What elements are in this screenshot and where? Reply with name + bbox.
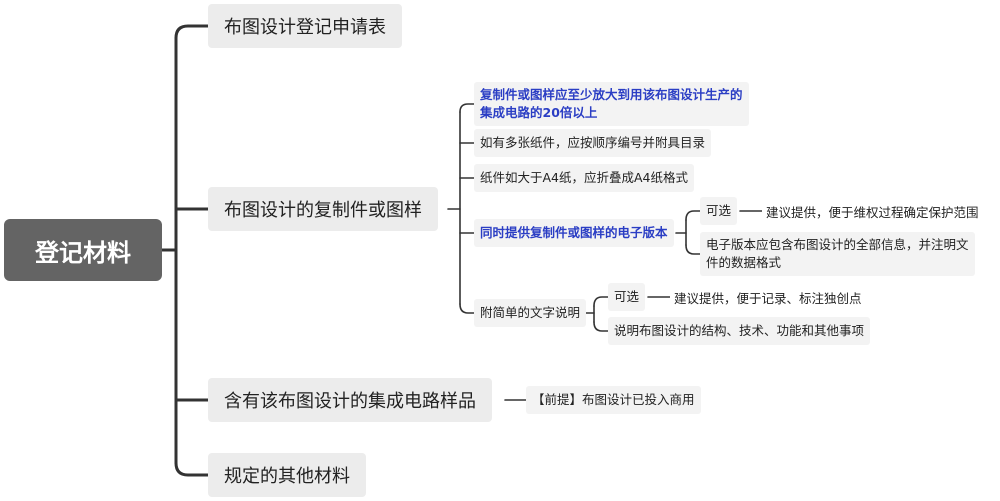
- a4-fold-node[interactable]: 纸件如大于A4纸，应折叠成A4纸格式: [474, 164, 695, 192]
- electronic-content-line-1: 电子版本应包含布图设计的全部信息，并注明文: [706, 237, 969, 252]
- magnification-requirement-node[interactable]: 复制件或图样应至少放大到用该布图设计生产的 集成电路的20倍以上: [474, 82, 749, 126]
- branch-application-form[interactable]: 布图设计登记申请表: [208, 4, 402, 48]
- branch-ic-samples[interactable]: 含有该布图设计的集成电路样品: [208, 378, 492, 422]
- text-description-node[interactable]: 附简单的文字说明: [474, 299, 587, 327]
- commercial-use-premise-node[interactable]: 【前提】布图设计已投入商用: [526, 386, 701, 414]
- electronic-content-line-2: 件的数据格式: [706, 255, 782, 270]
- text-structure-node[interactable]: 说明布图设计的结构、技术、功能和其他事项: [608, 317, 871, 345]
- text-optional-note: 建议提供，便于记录、标注独创点: [670, 287, 866, 307]
- electronic-optional-node[interactable]: 可选: [700, 197, 738, 225]
- text-optional-node[interactable]: 可选: [608, 283, 646, 311]
- branch-other-materials[interactable]: 规定的其他材料: [208, 453, 366, 497]
- magnification-requirement-line-2: 集成电路的20倍以上: [480, 105, 598, 120]
- electronic-version-node[interactable]: 同时提供复制件或图样的电子版本: [474, 219, 674, 247]
- root-node[interactable]: 登记材料: [4, 219, 162, 281]
- branch-copies-drawings[interactable]: 布图设计的复制件或图样: [208, 187, 438, 231]
- electronic-optional-note: 建议提供，便于维权过程确定保护范围: [762, 201, 983, 221]
- multi-sheet-numbering-node[interactable]: 如有多张纸件，应按顺序编号并附具目录: [474, 129, 712, 157]
- electronic-content-node[interactable]: 电子版本应包含布图设计的全部信息，并注明文 件的数据格式: [700, 232, 975, 276]
- magnification-requirement-line-1: 复制件或图样应至少放大到用该布图设计生产的: [480, 87, 743, 102]
